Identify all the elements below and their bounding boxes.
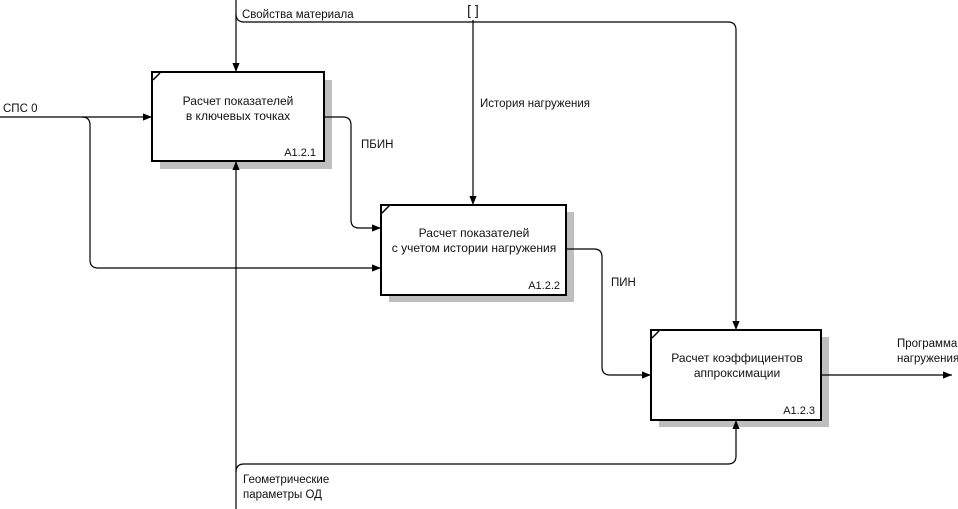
label-sps0: СПС 0 <box>3 103 37 115</box>
box-a121[interactable]: Расчет показателей в ключевых точках A1.… <box>151 71 332 169</box>
label-load-history: История нагружения <box>480 98 590 110</box>
box-title-line1: Расчет показателей <box>183 94 294 108</box>
box-title-line2: с учетом истории нагружения <box>392 241 557 255</box>
label-program-line2: нагружения <box>897 353 958 365</box>
label-pin: ПИН <box>611 277 636 289</box>
arrow-pbin[interactable] <box>324 116 381 232</box>
box-code: A1.2.2 <box>528 280 560 292</box>
label-geometry-line2: параметры ОД <box>243 489 322 501</box>
box-corner-mark <box>381 205 390 214</box>
box-corner-mark <box>152 72 161 81</box>
label-pbin: ПБИН <box>361 139 393 151</box>
label-material-properties: Свойства материала <box>242 9 354 21</box>
label-program-line1: Программа <box>897 338 958 350</box>
box-frame <box>151 71 325 162</box>
arrow-material-to-a123[interactable] <box>235 13 740 330</box>
arrow-sps0-to-a122[interactable] <box>81 116 381 272</box>
box-title-line1: Расчет показателей <box>419 226 530 240</box>
box-title-line1: Расчет коэффициентов <box>671 351 802 365</box>
label-tunnel-bracket: [ ] <box>467 2 479 18</box>
box-title-line2: аппроксимации <box>694 366 780 380</box>
box-frame <box>380 204 567 296</box>
box-title-line2: в ключевых точках <box>186 109 290 123</box>
box-code: A1.2.1 <box>284 147 316 159</box>
arrow-pin[interactable] <box>566 248 651 379</box>
box-corner-mark <box>651 330 660 339</box>
box-a123[interactable]: Расчет коэффициентов аппроксимации A1.2.… <box>650 329 829 427</box>
label-geometry-line1: Геометрические <box>243 474 329 486</box>
arrow-geometry-to-a123[interactable] <box>235 420 740 473</box>
box-code: A1.2.3 <box>783 405 815 417</box>
box-a122[interactable]: Расчет показателей с учетом истории нагр… <box>380 204 574 302</box>
